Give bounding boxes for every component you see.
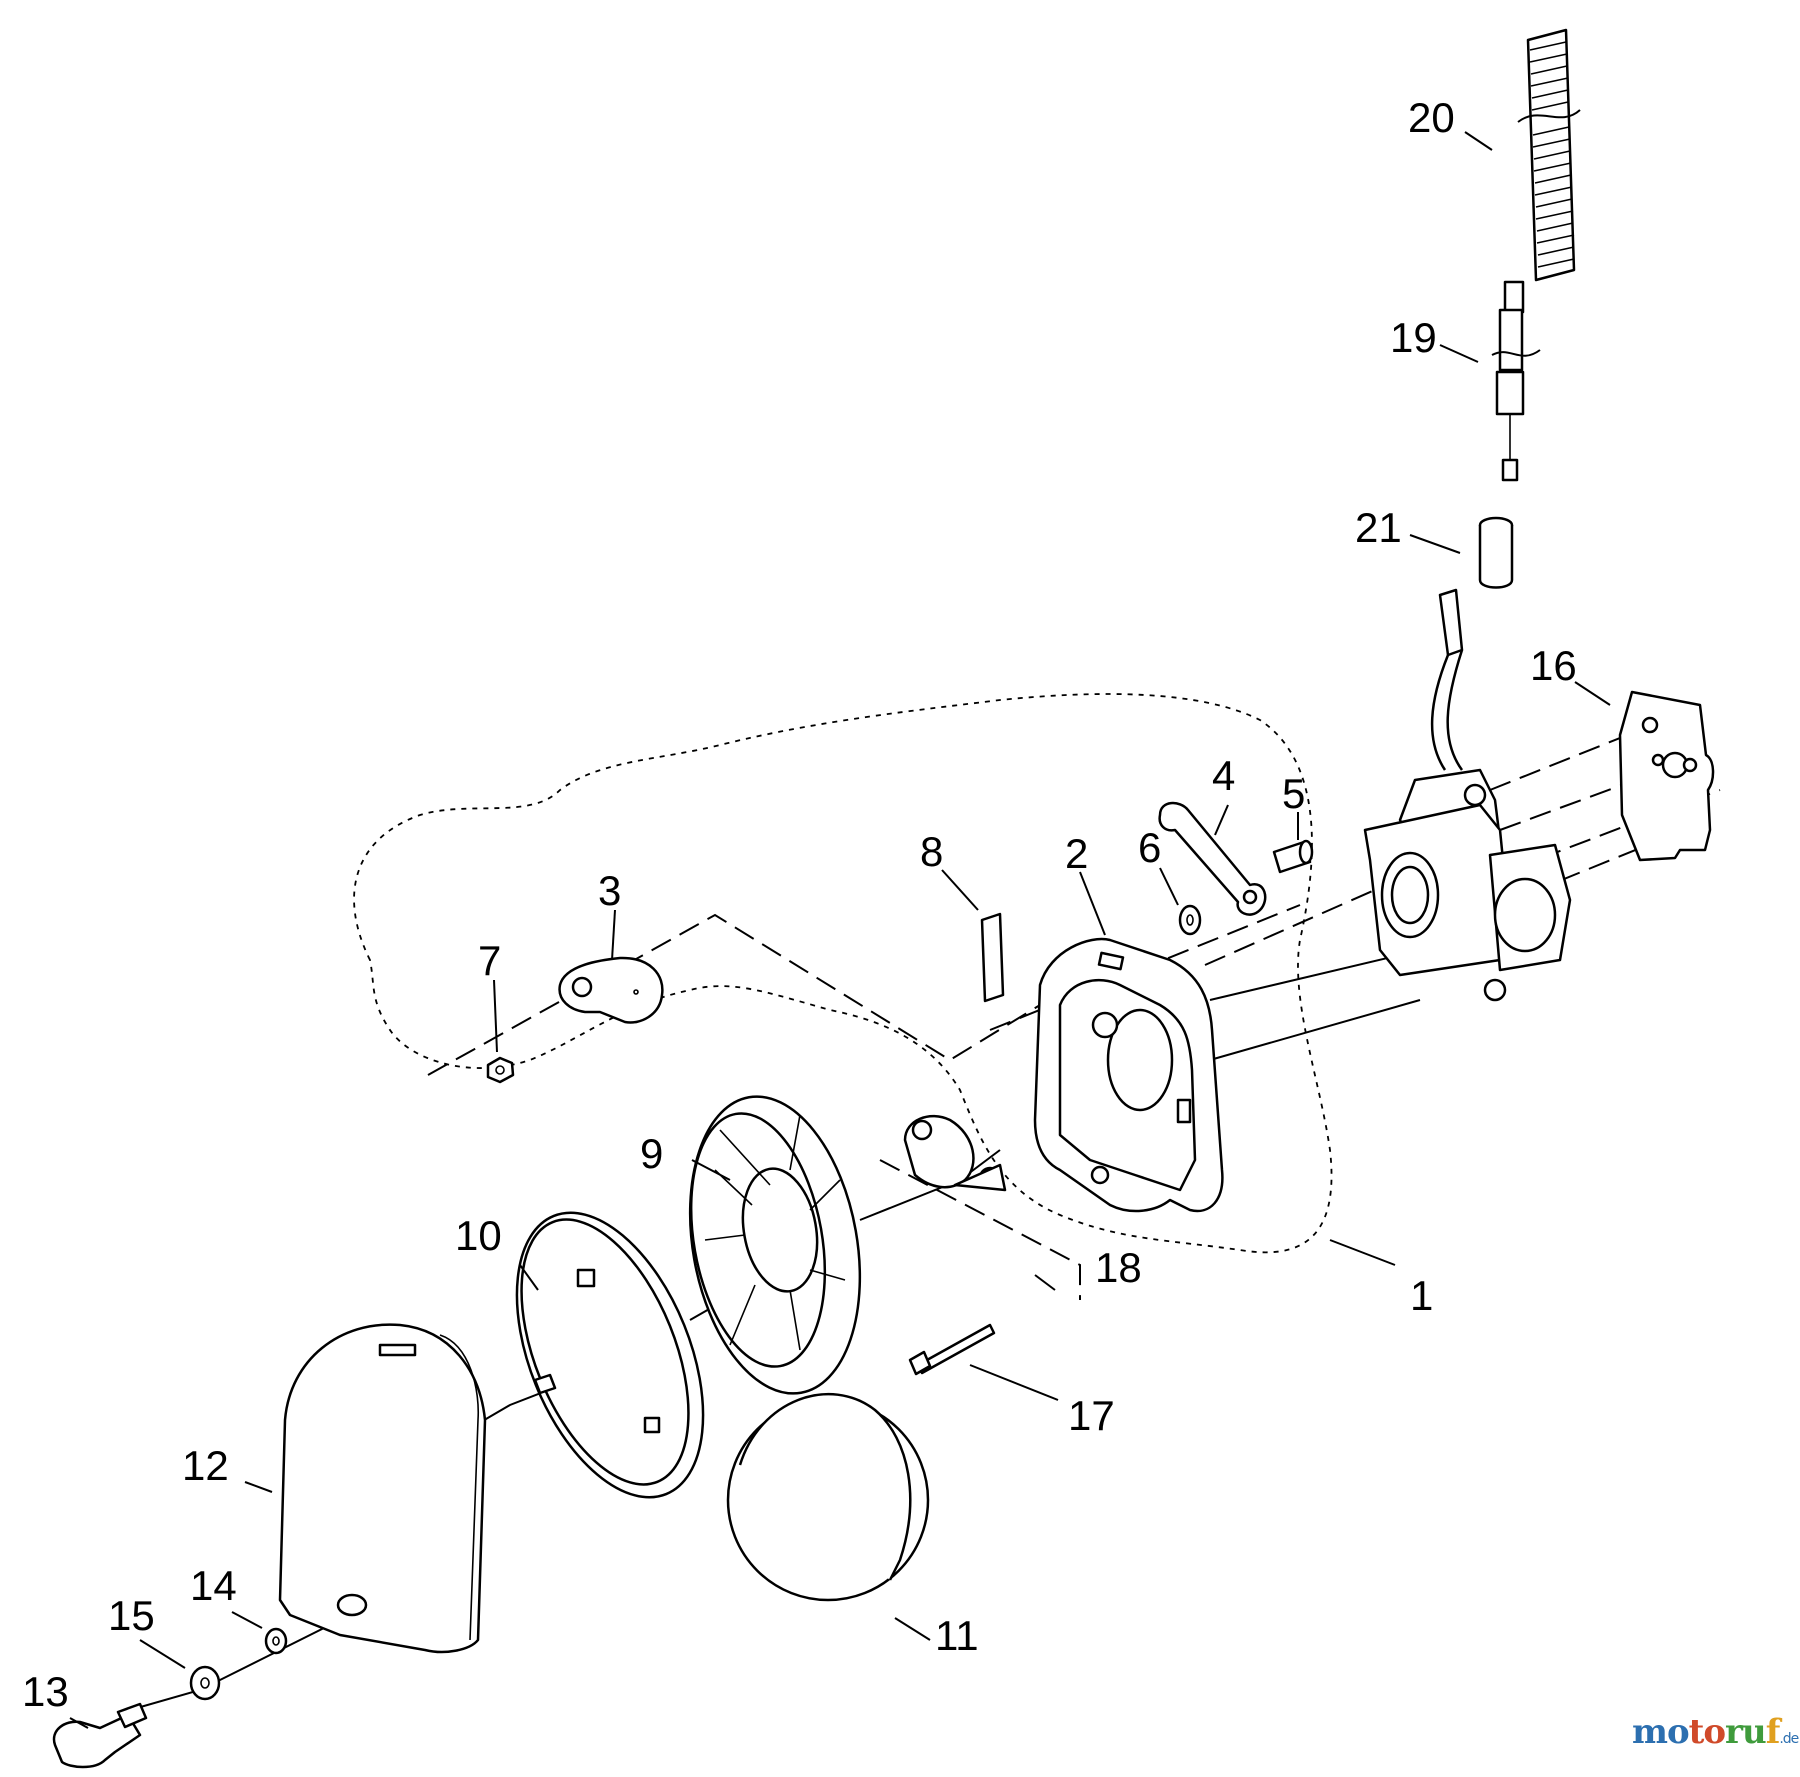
callout-10: 10 xyxy=(455,1212,502,1259)
watermark-part-3: ru xyxy=(1725,1712,1767,1752)
choke-plate-part xyxy=(903,1114,1007,1192)
callout-leaders xyxy=(69,131,1611,1729)
callout-19: 19 xyxy=(1390,314,1437,361)
axis-line-18 xyxy=(879,1159,1081,1300)
watermark-part-2: to xyxy=(1688,1712,1726,1752)
axis-line-16 xyxy=(1489,729,1721,906)
filter-element-part xyxy=(726,1393,930,1602)
callout-13: 13 xyxy=(22,1668,69,1715)
callout-4: 4 xyxy=(1212,752,1235,799)
callout-17: 17 xyxy=(1068,1392,1115,1439)
filter-gasket-part xyxy=(515,1211,705,1499)
cover-part xyxy=(278,1323,487,1654)
carburetor-part xyxy=(1363,588,1572,1002)
knob-part xyxy=(52,1702,148,1769)
watermark-suffix: .de xyxy=(1779,1731,1799,1747)
callout-21: 21 xyxy=(1355,504,1402,551)
washer-15-part xyxy=(189,1665,221,1701)
gasket-part xyxy=(1618,690,1715,862)
pin-part xyxy=(1272,839,1314,874)
watermark-logo: motoruf.de xyxy=(1632,1712,1799,1752)
callout-5: 5 xyxy=(1282,770,1305,817)
callout-9: 9 xyxy=(640,1130,663,1177)
callout-18: 18 xyxy=(1095,1244,1142,1291)
fuel-fitting-part xyxy=(1478,516,1514,589)
axis-line-bowl xyxy=(1209,954,1421,1061)
fuel-hose-part xyxy=(1517,28,1581,282)
axis-line-13 xyxy=(129,1614,351,1711)
fuel-filter-part xyxy=(1491,280,1541,482)
callout-6: 6 xyxy=(1138,824,1161,871)
bracket-part xyxy=(558,956,664,1024)
filter-frame-part xyxy=(688,1095,862,1395)
callout-14: 14 xyxy=(190,1562,237,1609)
air-cleaner-housing-part xyxy=(1033,937,1224,1213)
callout-16: 16 xyxy=(1530,642,1577,689)
washer-6-part xyxy=(1178,904,1202,936)
screw-part xyxy=(908,1323,996,1376)
washer-14-part xyxy=(264,1627,288,1655)
callout-8: 8 xyxy=(920,828,943,875)
callout-12: 12 xyxy=(182,1442,229,1489)
callout-7: 7 xyxy=(478,937,501,984)
callout-labels: 20 19 21 16 4 5 6 2 8 3 7 9 10 18 1 17 1… xyxy=(22,94,1577,1715)
callout-20: 20 xyxy=(1408,94,1455,141)
nut-part xyxy=(486,1056,515,1084)
watermark-part-1: mo xyxy=(1632,1712,1690,1752)
callout-2: 2 xyxy=(1065,830,1088,877)
callout-15: 15 xyxy=(108,1592,155,1639)
callout-1: 1 xyxy=(1410,1272,1433,1319)
callout-3: 3 xyxy=(598,867,621,914)
assembly-boundary xyxy=(353,693,1333,1254)
label-part xyxy=(980,912,1005,1003)
lever-part xyxy=(1158,801,1267,916)
callout-11: 11 xyxy=(935,1612,979,1659)
watermark-part-4: f xyxy=(1765,1712,1781,1752)
